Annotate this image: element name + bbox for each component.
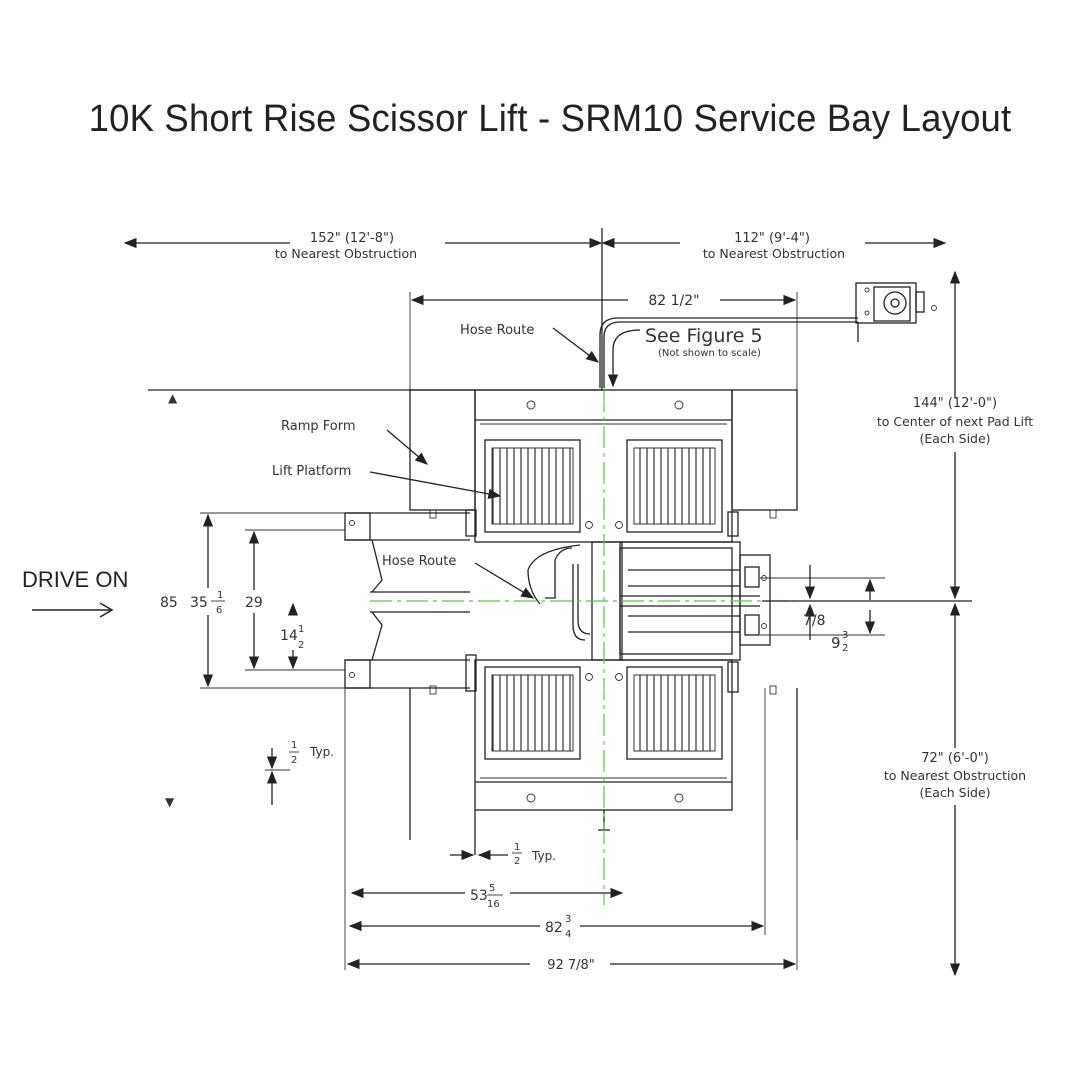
- dim-144-label: 144" (12'-0"): [913, 396, 997, 411]
- dim-112-sublabel: to Nearest Obstruction: [703, 246, 845, 261]
- dim-72-each-side: (Each Side): [919, 785, 990, 800]
- dim-152-sublabel: to Nearest Obstruction: [275, 246, 417, 261]
- dim-35-den: 6: [216, 605, 222, 616]
- anchor-bolt: [769, 509, 777, 519]
- dimension-72: 72" (6'-0") to Nearest Obstruction (Each…: [884, 602, 1026, 977]
- dim-9-whole: 9: [831, 634, 841, 652]
- dim-35-whole: 35: [190, 595, 208, 611]
- dim-72-sublabel: to Nearest Obstruction: [884, 768, 1026, 783]
- not-to-scale-label: (Not shown to scale): [658, 348, 761, 359]
- dim-92-label: 92 7/8": [547, 958, 595, 973]
- dimension-35: 35 1 6: [190, 590, 225, 616]
- dim-112-label: 112" (9'-4"): [734, 231, 810, 246]
- centerlines: [370, 390, 800, 905]
- dimension-half-typ-left: 1 2 Typ.: [265, 740, 334, 805]
- dimension-29: 29: [245, 529, 345, 671]
- ramp-form-label: Ramp Form: [281, 419, 356, 434]
- dim-14-den: 2: [298, 640, 304, 651]
- dim-53-whole: 53: [470, 888, 488, 904]
- dimension-82: 82 3 4: [348, 914, 765, 940]
- anchor-bolt: [429, 509, 437, 519]
- dim-72-label: 72" (6'-0"): [921, 751, 989, 766]
- floor-mark: ▲: [168, 391, 178, 405]
- typ-label-left: Typ.: [309, 745, 334, 759]
- drive-on-indicator: DRIVE ON: [22, 567, 128, 618]
- hose-route-top: Hose Route See Figure 5 (Not shown to sc…: [460, 317, 858, 388]
- dim-35-num: 1: [217, 590, 223, 601]
- half-den-bottom: 2: [514, 856, 520, 867]
- dimension-144: 144" (12'-0") to Center of next Pad Lift…: [877, 270, 1033, 600]
- dim-53-den: 16: [487, 899, 500, 910]
- dimension-152: 152" (12'-8") to Nearest Obstruction: [123, 231, 603, 261]
- dim-82-den: 4: [565, 929, 571, 940]
- dim-82-whole: 82: [545, 920, 563, 936]
- dim-152-label: 152" (12'-8"): [310, 231, 394, 246]
- see-figure-label: See Figure 5: [645, 325, 763, 347]
- dimension-half-typ-bottom: 1 2 Typ.: [450, 842, 556, 867]
- dimension-9: 9 3 2: [831, 578, 876, 654]
- dim-82-num: 3: [565, 914, 571, 925]
- typ-label-bottom: Typ.: [531, 849, 556, 863]
- dim-53-num: 5: [489, 883, 495, 894]
- half-den-left: 2: [291, 755, 297, 766]
- dimension-14: 14 1 2: [280, 602, 304, 670]
- dim-144-sublabel: to Center of next Pad Lift: [877, 414, 1033, 429]
- dim-14-whole: 14: [280, 628, 298, 644]
- dimension-112: 112" (9'-4") to Nearest Obstruction: [601, 231, 947, 261]
- lift-platform-bottom: [409, 659, 798, 855]
- lift-platform-label: Lift Platform: [272, 464, 351, 479]
- hose-route-label-top: Hose Route: [460, 323, 534, 338]
- dimension-92: 92 7/8": [346, 958, 797, 973]
- power-unit: [855, 282, 937, 342]
- dim-82-half-label: 82 1/2": [648, 293, 699, 309]
- dim-14-num: 1: [298, 624, 304, 635]
- dim-29-label: 29: [245, 595, 263, 611]
- half-num-left: 1: [291, 740, 297, 751]
- dim-85-label: 85: [160, 595, 178, 611]
- dimension-85: 85: [160, 512, 345, 689]
- floor-mark-bottom: ▼: [165, 795, 175, 809]
- dim-9-den: 2: [842, 643, 848, 654]
- page-title: 10K Short Rise Scissor Lift - SRM10 Serv…: [88, 98, 1012, 140]
- dimension-7-8: 7/8: [760, 565, 885, 640]
- half-num-bottom: 1: [514, 842, 520, 853]
- hose-route-mid: Hose Route: [382, 544, 581, 605]
- dim-7-8-label: 7/8: [803, 613, 826, 629]
- approach-ramp: [344, 512, 477, 692]
- dimension-53: 53 5 16: [350, 883, 624, 910]
- dim-144-each-side: (Each Side): [919, 431, 990, 446]
- hose-route-label-mid: Hose Route: [382, 554, 456, 569]
- lift-platform-top: Lift Platform: [272, 389, 739, 543]
- dim-9-num: 3: [842, 630, 848, 641]
- drive-on-label: DRIVE ON: [22, 567, 128, 592]
